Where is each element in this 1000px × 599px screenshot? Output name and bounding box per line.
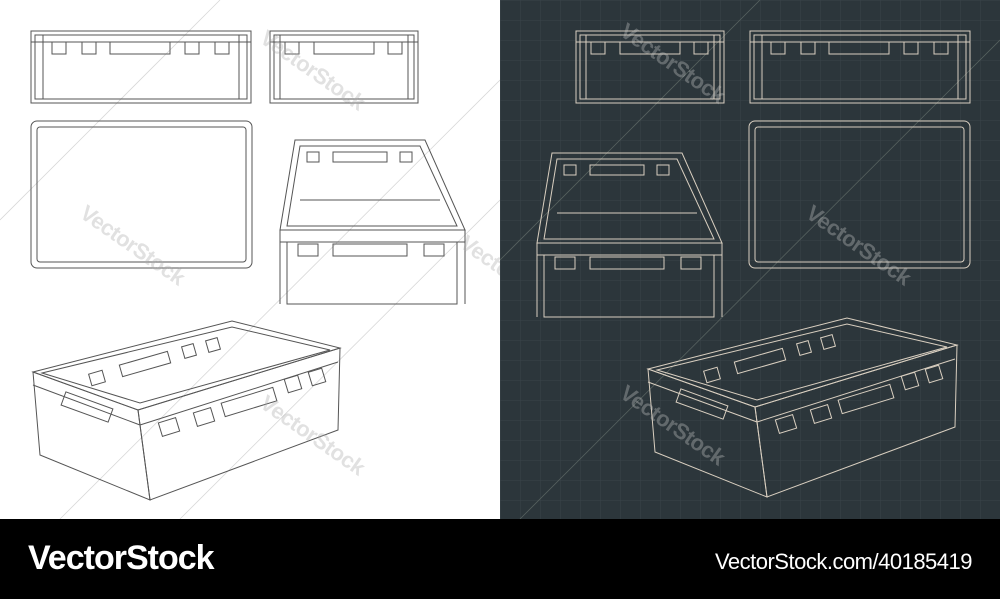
- brand-logo[interactable]: VectorStock: [28, 539, 215, 577]
- image-id-label: VectorStock.com/40185419: [714, 549, 973, 574]
- crate-perspective-front: [279, 139, 466, 305]
- dark-drawings: [500, 0, 1000, 519]
- crate-side-view-long: [30, 30, 252, 104]
- crate-isometric-large: [646, 317, 959, 498]
- crate-side-view-short: [575, 30, 725, 104]
- dark-blueprint-panel: VectorStock VectorStock VectorStock: [500, 0, 1000, 519]
- crate-isometric-large: [31, 320, 342, 501]
- crate-perspective-front: [536, 152, 723, 318]
- artwork: VectorStock VectorStock VectorStock Vect…: [0, 0, 1000, 519]
- light-drawings: [0, 0, 500, 519]
- crate-side-view-long: [749, 30, 971, 104]
- light-blueprint-panel: VectorStock VectorStock VectorStock Vect…: [0, 0, 500, 519]
- crate-side-view-short: [269, 30, 419, 104]
- footer-bar: VectorStock VectorStock.com/40185419: [0, 519, 1000, 599]
- crate-top-view: [748, 120, 971, 269]
- crate-top-view: [30, 120, 253, 269]
